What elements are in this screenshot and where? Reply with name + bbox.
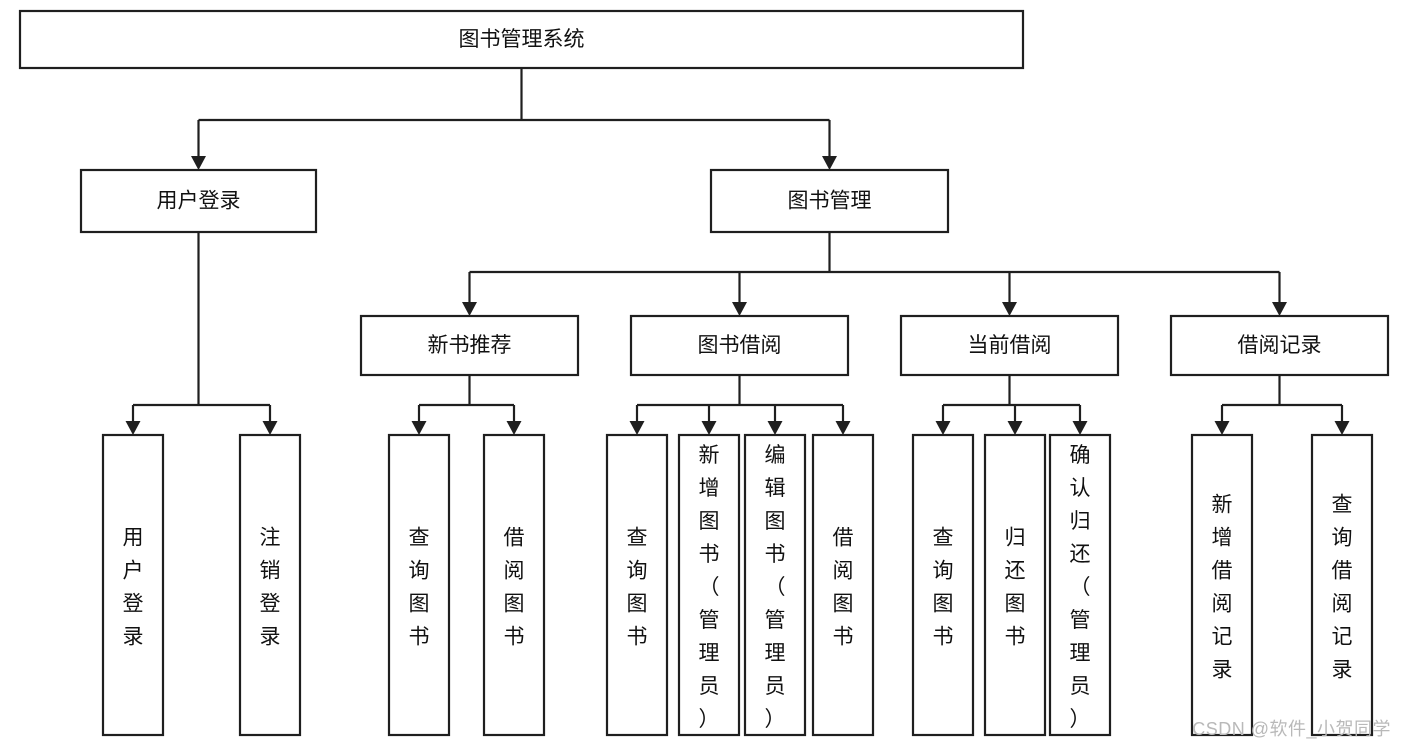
node-label-book-manage: 图书管理	[788, 190, 872, 213]
node-label-book-borrow: 图书借阅	[698, 334, 782, 357]
arrow-head-icon	[629, 421, 645, 435]
node-label-user-login: 用户登录	[157, 190, 241, 213]
arrow-head-icon	[1272, 302, 1287, 316]
arrow-head-icon	[835, 421, 851, 435]
node-book-manage[interactable]: 图书管理	[709, 168, 950, 234]
node-box-book-manage	[709, 168, 950, 234]
arrow-head-icon	[191, 156, 206, 170]
node-edit-book-admin[interactable]: 编辑图书（管理员）	[743, 433, 807, 737]
node-box-user-logout	[238, 433, 302, 737]
node-user-login-do[interactable]: 用户登录	[101, 433, 165, 737]
node-label-current-borrow: 当前借阅	[968, 334, 1052, 357]
node-borrow-record[interactable]: 借阅记录	[1169, 314, 1390, 377]
arrow-head-icon	[822, 156, 837, 170]
node-borrow-book-2[interactable]: 借阅图书	[811, 433, 875, 737]
node-label-confirm-return-admin: 确认归还（管理员）	[1070, 444, 1091, 731]
node-label-user-logout: 注销登录	[260, 527, 281, 649]
node-box-book-borrow	[629, 314, 850, 377]
node-label-borrow-record: 借阅记录	[1238, 334, 1322, 357]
node-box-confirm-return-admin	[1048, 433, 1112, 737]
arrow-head-icon	[1334, 421, 1350, 435]
node-box-edit-book-admin	[743, 433, 807, 737]
node-box-query-book-1	[387, 433, 451, 737]
node-box-borrow-book-2	[811, 433, 875, 737]
node-return-book[interactable]: 归还图书	[983, 433, 1047, 737]
node-label-return-book: 归还图书	[1005, 527, 1026, 649]
node-box-user-login-do	[101, 433, 165, 737]
node-label-borrow-book-1: 借阅图书	[504, 527, 525, 649]
node-query-book-2[interactable]: 查询图书	[605, 433, 669, 737]
node-label-add-book-admin: 新增图书（管理员）	[699, 444, 720, 731]
node-box-root	[18, 9, 1025, 70]
arrow-head-icon	[1007, 421, 1023, 435]
node-label-new-book-recommend: 新书推荐	[428, 334, 512, 357]
node-box-borrow-book-1	[482, 433, 546, 737]
arrow-head-icon	[462, 302, 477, 316]
node-query-borrow-record[interactable]: 查询借阅记录	[1310, 433, 1374, 737]
arrow-head-icon	[1214, 421, 1230, 435]
arrow-head-icon	[1072, 421, 1088, 435]
node-label-query-book-2: 查询图书	[627, 527, 648, 649]
arrow-head-icon	[262, 421, 278, 435]
arrow-head-icon	[506, 421, 522, 435]
node-box-query-book-3	[911, 433, 975, 737]
arrow-head-icon	[701, 421, 717, 435]
node-label-user-login-do: 用户登录	[123, 527, 144, 649]
arrow-head-icon	[411, 421, 427, 435]
node-new-book-recommend[interactable]: 新书推荐	[359, 314, 580, 377]
arrow-head-icon	[125, 421, 141, 435]
arrow-head-icon	[767, 421, 783, 435]
node-borrow-book-1[interactable]: 借阅图书	[482, 433, 546, 737]
arrow-head-icon	[732, 302, 747, 316]
arrow-head-icon	[935, 421, 951, 435]
node-box-return-book	[983, 433, 1047, 737]
node-add-book-admin[interactable]: 新增图书（管理员）	[677, 433, 741, 737]
node-root[interactable]: 图书管理系统	[18, 9, 1025, 70]
node-query-book-3[interactable]: 查询图书	[911, 433, 975, 737]
node-label-edit-book-admin: 编辑图书（管理员）	[765, 444, 786, 731]
node-box-query-borrow-record	[1310, 433, 1374, 737]
node-box-add-book-admin	[677, 433, 741, 737]
node-box-borrow-record	[1169, 314, 1390, 377]
node-book-borrow[interactable]: 图书借阅	[629, 314, 850, 377]
csdn-watermark: CSDN @软件_小贺同学	[1192, 719, 1391, 739]
node-label-query-book-1: 查询图书	[409, 527, 430, 649]
node-current-borrow[interactable]: 当前借阅	[899, 314, 1120, 377]
node-confirm-return-admin[interactable]: 确认归还（管理员）	[1048, 433, 1112, 737]
node-box-current-borrow	[899, 314, 1120, 377]
node-label-query-borrow-record: 查询借阅记录	[1332, 494, 1353, 682]
node-label-query-book-3: 查询图书	[933, 527, 954, 649]
node-add-borrow-record[interactable]: 新增借阅记录	[1190, 433, 1254, 737]
node-user-logout[interactable]: 注销登录	[238, 433, 302, 737]
node-query-book-1[interactable]: 查询图书	[387, 433, 451, 737]
node-user-login[interactable]: 用户登录	[79, 168, 318, 234]
node-box-query-book-2	[605, 433, 669, 737]
node-label-borrow-book-2: 借阅图书	[833, 527, 854, 649]
node-box-add-borrow-record	[1190, 433, 1254, 737]
node-label-add-borrow-record: 新增借阅记录	[1212, 494, 1233, 682]
arrow-head-icon	[1002, 302, 1017, 316]
node-label-root: 图书管理系统	[459, 28, 585, 51]
